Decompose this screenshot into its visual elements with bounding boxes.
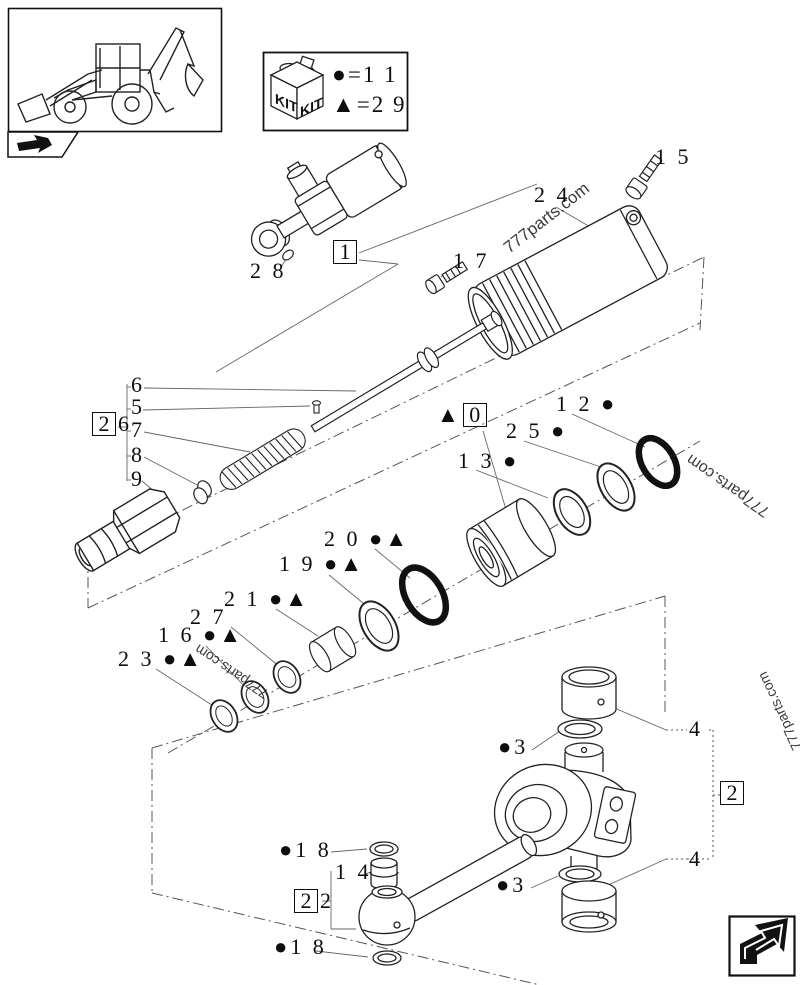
ref-26-suffix: 6 [118,411,129,436]
part-ref-box-0: ▲0 [437,403,487,427]
next-arrow-icon [740,918,788,964]
swivel-assembly-drawing [493,666,637,933]
next-arrow-box[interactable] [728,915,796,977]
bracket-dotted-lines [666,729,721,860]
ball-socket-arm-22 [358,833,538,946]
oring-28 [282,249,294,261]
part-label-17: 1 7 [453,248,490,273]
part-label-18-bottom: ●1 8 [274,934,327,959]
part-label-18-top: ●1 8 [279,837,332,862]
part-label-15: 1 5 [655,144,692,169]
part-label-24: 2 4 [534,182,571,207]
part-ref-box-2: 2 [720,781,744,805]
ref-2-box-value: 2 [720,781,744,805]
bolt-15 [625,154,663,200]
ref-26-box-value: 2 [92,412,116,436]
part-label-4-top: 4 [689,716,703,741]
kit-triangle-mark: ▲ [437,402,460,427]
part-label-3-top: ●3 [498,734,529,759]
part-label-5: 5 [131,394,145,419]
part-label-14: 1 4 [335,859,372,884]
part-label-27: 2 7 [190,604,227,629]
ref-0-box-value: 0 [462,403,487,427]
part-label-3-bottom: ●3 [496,872,527,897]
nut-8 [193,480,212,505]
bolt-17 [425,260,469,295]
oring-3-bottom [558,865,602,883]
machine-thumbnail[interactable] [7,7,223,158]
hex-plug-9 [74,488,181,572]
part-label-23: 2 3 ●▲ [118,646,205,671]
part-label-20: 2 0 ●▲ [324,526,411,551]
ref-22-box-value: 2 [294,889,318,913]
part-label-19: 1 9 ●▲ [279,551,366,576]
backhoe-drawing [17,27,204,125]
kit-cube-icon: KIT KIT [269,55,325,121]
oring-3-top [557,719,603,739]
legend-triangle-row: ▲=2 9 [332,92,407,117]
kit-legend-box: KIT KIT [262,51,409,132]
oring-18-bottom [372,950,402,966]
bushing-21 [308,626,357,673]
part-ref-box-1: 1 [333,240,357,264]
spring-7 [219,428,306,490]
piston-rod-6 [310,310,503,433]
bushing-14 [369,857,399,890]
ref-22-suffix: 2 [320,888,331,913]
swivel-housing-2 [493,742,637,874]
small-seals-group [209,660,302,733]
part-label-4-bottom: 4 [689,846,703,871]
part-label-12: 1 2 ● [556,391,618,416]
cylinder-barrel-24 [467,205,668,360]
part-label-28: 2 8 [250,258,287,283]
part-label-16: 1 6 ●▲ [158,622,245,647]
bushing-4-bottom [561,880,617,933]
part-label-7: 7 [131,417,145,442]
part-label-21: 2 1 ●▲ [224,586,311,611]
part-label-13: 1 3 ● [458,448,520,473]
oring-18-top [369,841,399,857]
link-arm-drawing [358,833,538,966]
legend-dot-row: ●=1 1 [332,62,398,87]
part-label-8: 8 [131,442,145,467]
part-label-6: 6 [131,372,145,397]
prev-arrow-icon [17,135,52,153]
gland-13-group [466,498,557,587]
part-label-9: 9 [131,466,145,491]
part-label-25: 2 5 ● [506,418,568,443]
bushing-4-top [561,666,617,720]
part-ref-1-value: 1 [333,240,357,264]
cylinder-assembly-drawing [250,142,407,257]
seal-rings-group [358,434,681,652]
grease-fitting-5 [311,400,322,414]
